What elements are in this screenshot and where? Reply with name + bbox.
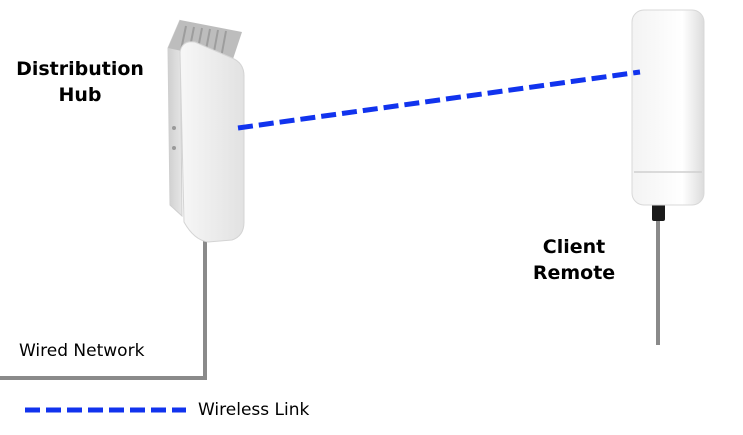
remote-label: Client Remote bbox=[514, 234, 634, 286]
hub-front-panel bbox=[179, 41, 245, 243]
remote-body bbox=[631, 9, 705, 206]
wired-network-cable bbox=[0, 238, 207, 380]
wired-network-label: Wired Network bbox=[19, 341, 145, 361]
hub-label: Distribution Hub bbox=[10, 56, 150, 108]
wireless-link-line bbox=[237, 69, 641, 131]
distribution-hub-device bbox=[167, 19, 245, 243]
hub-label-line2: Hub bbox=[58, 84, 102, 106]
hub-status-led-1 bbox=[172, 126, 176, 130]
legend-label: Wireless Link bbox=[198, 400, 310, 420]
remote-connector bbox=[652, 203, 665, 221]
remote-label-line2: Remote bbox=[532, 262, 616, 284]
client-remote-device bbox=[631, 9, 705, 345]
remote-label-line1: Client bbox=[542, 236, 606, 258]
hub-label-line1: Distribution bbox=[16, 58, 144, 80]
hub-status-led-2 bbox=[172, 146, 176, 150]
